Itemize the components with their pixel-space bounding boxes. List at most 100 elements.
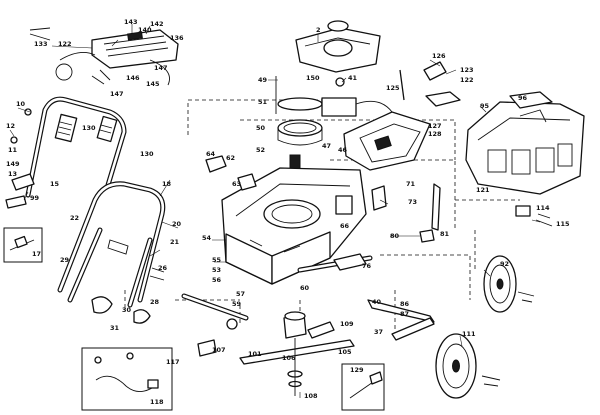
callout-label: 130 (140, 150, 154, 158)
callout-label: 12 (6, 122, 15, 130)
front-wheel (435, 333, 501, 399)
engine-hood (295, 20, 381, 73)
blade-assembly (197, 311, 355, 396)
lower-handle (57, 181, 166, 324)
callout-label: 31 (110, 324, 120, 332)
callout-label: 99 (30, 194, 40, 202)
callout-label: 114 (536, 204, 550, 212)
callout-label: 26 (158, 264, 168, 272)
callout-label: 29 (60, 256, 70, 264)
callout-label: 109 (340, 320, 354, 328)
callout-label: 20 (172, 220, 182, 228)
rear-wheel (483, 255, 535, 313)
callout-label: 13 (8, 170, 17, 178)
callout-label: 126 (432, 52, 446, 60)
callout-label: 60 (300, 284, 310, 292)
callout-label: 142 (150, 20, 164, 28)
callout-label: 76 (362, 262, 372, 270)
callout-label: 56 (212, 276, 222, 284)
callout-label: 149 (6, 160, 20, 168)
callout-label: 111 (462, 330, 476, 338)
callout-labels: 143 142 140 133 122 136 147 145 147 146 … (6, 18, 570, 406)
callout-label: 87 (400, 310, 409, 318)
upper-handle (5, 96, 127, 209)
callout-label: 121 (476, 186, 490, 194)
callout-label: 15 (50, 180, 60, 188)
callout-label: 66 (340, 222, 350, 230)
callout-label: 86 (400, 300, 410, 308)
callout-label: 117 (166, 358, 180, 366)
callout-label: 143 (124, 18, 138, 26)
callout-label: 146 (126, 74, 140, 82)
collector-frame (343, 61, 461, 171)
leader-lines (9, 24, 541, 398)
callout-label: 92 (500, 260, 509, 268)
callout-label: 130 (82, 124, 96, 132)
callout-label: 147 (154, 64, 168, 72)
callout-label: 41 (348, 74, 358, 82)
callout-label: 106 (282, 354, 296, 362)
callout-label: 147 (110, 90, 124, 98)
callout-label: 51 (258, 98, 268, 106)
callout-label: 115 (556, 220, 570, 228)
callout-label: 128 (428, 130, 442, 138)
callout-label: 101 (248, 350, 262, 358)
mower-deck (221, 167, 367, 285)
cable-detail-box (3, 227, 43, 263)
callout-label: 50 (256, 124, 266, 132)
callout-label: 46 (338, 146, 348, 154)
callout-label: 64 (206, 150, 216, 158)
callout-label: 150 (306, 74, 320, 82)
callout-label: 80 (390, 232, 400, 240)
callout-label: 2 (316, 26, 321, 34)
callout-label: 54 (202, 234, 212, 242)
callout-label: 73 (408, 198, 417, 206)
callout-label: 53 (212, 266, 221, 274)
motor-group (275, 76, 393, 170)
callout-label: 133 (34, 40, 48, 48)
callout-label: 123 (460, 66, 474, 74)
grass-catcher (465, 91, 585, 195)
callout-label: 52 (256, 146, 265, 154)
callout-label: 47 (322, 142, 331, 150)
throttle-control-assembly (29, 27, 179, 86)
callout-label: 37 (374, 328, 383, 336)
callout-label: 140 (138, 26, 152, 34)
cable-set-detail-box (81, 347, 173, 411)
callout-label: 57 (236, 290, 245, 298)
callout-label: 30 (122, 306, 132, 314)
callout-label: 55 (212, 256, 222, 264)
callout-label: 17 (32, 250, 41, 258)
callout-label: 145 (146, 80, 160, 88)
tool-detail-box (341, 363, 385, 411)
callout-label: 11 (8, 146, 18, 154)
callout-label: 122 (460, 76, 474, 84)
callout-label: 127 (428, 122, 442, 130)
axles-and-levers (181, 253, 435, 341)
callout-label: 49 (258, 76, 268, 84)
callout-label: 107 (212, 346, 226, 354)
callout-label: 59 (232, 300, 242, 308)
callout-label: 96 (518, 94, 528, 102)
callout-label: 95 (480, 102, 490, 110)
callout-label: 21 (170, 238, 180, 246)
callout-label: 136 (170, 34, 184, 42)
callout-label: 71 (406, 180, 416, 188)
callout-label: 63 (232, 180, 241, 188)
callout-label: 81 (440, 230, 450, 238)
callout-label: 118 (150, 398, 164, 406)
callout-label: 22 (70, 214, 79, 222)
callout-label: 18 (162, 180, 172, 188)
callout-label: 125 (386, 84, 400, 92)
height-adjust-parts (205, 155, 553, 243)
callout-label: 108 (304, 392, 318, 400)
callout-label: 62 (226, 154, 235, 162)
callout-label: 10 (16, 100, 26, 108)
callout-label: 129 (350, 366, 364, 374)
callout-label: 105 (338, 348, 352, 356)
callout-label: 28 (150, 298, 160, 306)
callout-label: 122 (58, 40, 72, 48)
callout-label: 40 (372, 298, 382, 306)
